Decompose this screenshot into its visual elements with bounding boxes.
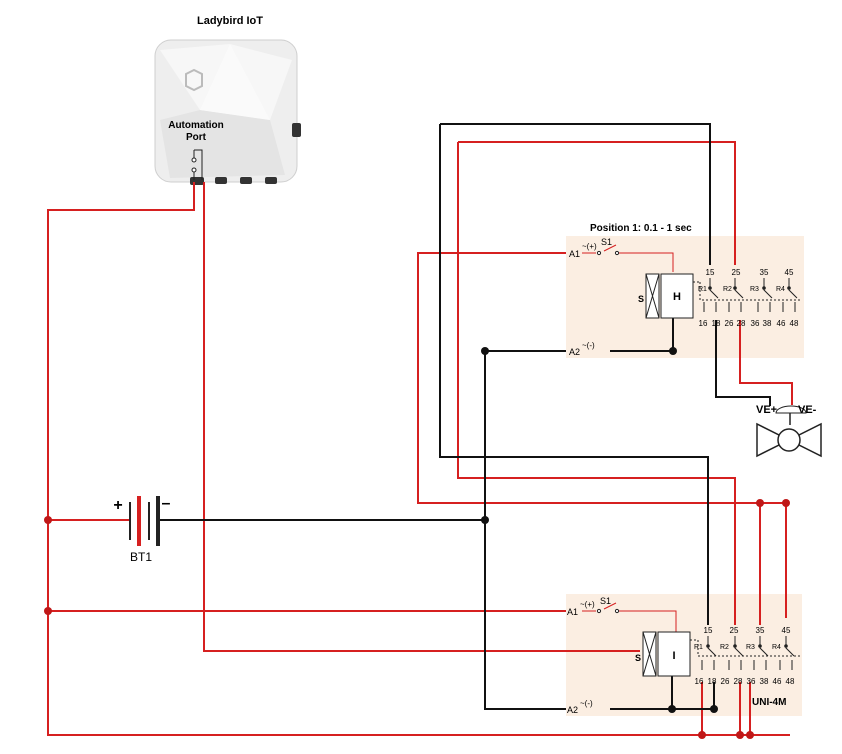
relay1-pole-r1: R1 xyxy=(698,286,707,293)
relay2-poles: R1 R2 R3 R4 xyxy=(694,644,781,651)
relay1-commons: 15 25 35 45 xyxy=(706,268,794,277)
relay2-contact-18: 18 xyxy=(708,677,717,686)
relay1-contact-46: 46 xyxy=(777,319,786,328)
valve-plus-label: VE+ xyxy=(756,404,777,416)
relay1-contact-36: 36 xyxy=(751,319,760,328)
relay1-contacts-graphic xyxy=(703,278,798,312)
relay2-pole-r4: R4 xyxy=(772,644,781,651)
relay2-a2-sup: ~(-) xyxy=(580,699,593,708)
relay2-common-15: 15 xyxy=(704,626,713,635)
gateway-logo-icon xyxy=(185,68,203,92)
relay1-a2-sup: ~(-) xyxy=(582,341,595,350)
relay2-contact-28: 28 xyxy=(734,677,743,686)
valve-minus-label: VE- xyxy=(798,404,817,416)
relay1-pole-r4: R4 xyxy=(776,286,785,293)
relay2-contact-26: 26 xyxy=(721,677,730,686)
relay1-pole-r3: R3 xyxy=(750,286,759,293)
relay1-a1-sup: ~(+) xyxy=(582,242,597,251)
relay1-a1-switch xyxy=(582,244,674,272)
relay1-title: Position 1: 0.1 - 1 sec xyxy=(590,223,692,234)
relay1-contact-28: 28 xyxy=(737,319,746,328)
gateway-title: Ladybird IoT xyxy=(197,15,263,27)
relay2-a1-sup: ~(+) xyxy=(580,600,595,609)
battery-minus: – xyxy=(162,495,171,512)
relay2-contact-48: 48 xyxy=(786,677,795,686)
relay2-commons: 15 25 35 45 xyxy=(704,626,791,635)
relay2-common-35: 35 xyxy=(756,626,765,635)
relay1-coil-letter: H xyxy=(673,291,681,303)
relay2-contact-36: 36 xyxy=(747,677,756,686)
relay2-common-25: 25 xyxy=(730,626,739,635)
battery-plus: + xyxy=(113,497,122,514)
relay1-a2: A2 xyxy=(569,347,580,357)
relay2-a1-switch xyxy=(582,602,677,632)
relay2-common-45: 45 xyxy=(782,626,791,635)
relay2-coil-letter: I xyxy=(672,650,675,662)
relay2-switch-label: S1 xyxy=(600,596,611,606)
relay2-contact-numbers: 16 18 26 28 36 38 46 48 xyxy=(695,677,795,686)
relay2-coil xyxy=(642,631,800,677)
relay2-pole-r2: R2 xyxy=(720,644,729,651)
valve-icon xyxy=(756,405,822,458)
relay1-contact-18: 18 xyxy=(712,319,721,328)
battery-name: BT1 xyxy=(130,550,152,564)
relay1-contact-16: 16 xyxy=(699,319,708,328)
relay1-contact-38: 38 xyxy=(763,319,772,328)
relay1-common-25: 25 xyxy=(732,268,741,277)
relay2-contact-46: 46 xyxy=(773,677,782,686)
relay2-a2: A2 xyxy=(567,705,578,715)
relay1-contact-26: 26 xyxy=(725,319,734,328)
relay2-contact-16: 16 xyxy=(695,677,704,686)
relay2-a1: A1 xyxy=(567,607,578,617)
relay1-common-45: 45 xyxy=(785,268,794,277)
red-wires xyxy=(47,141,793,736)
relay1-common-35: 35 xyxy=(760,268,769,277)
relay1-contact-48: 48 xyxy=(790,319,799,328)
automation-port-contact xyxy=(191,149,203,180)
battery-bt1 xyxy=(129,496,160,546)
automation-port-label-1: Automation xyxy=(168,120,224,131)
relay2-contacts-graphic xyxy=(701,636,795,670)
relay1-s-label: S xyxy=(638,294,644,304)
relay1-coil xyxy=(645,273,802,319)
relay2-model-label: UNI-4M xyxy=(752,697,786,708)
relay2-pole-r3: R3 xyxy=(746,644,755,651)
automation-port-label-2: Port xyxy=(186,132,207,143)
relay1-contact-numbers: 16 18 26 28 36 38 46 48 xyxy=(699,319,799,328)
relay1-common-15: 15 xyxy=(706,268,715,277)
relay1-pole-r2: R2 xyxy=(723,286,732,293)
gateway-device xyxy=(154,39,301,185)
relay1-switch-label: S1 xyxy=(601,237,612,247)
relay2-s-label: S xyxy=(635,653,641,663)
relay1-poles: R1 R2 R3 R4 xyxy=(698,286,785,293)
junction-dots xyxy=(44,347,790,739)
relay2-contact-38: 38 xyxy=(760,677,769,686)
relay1-a1: A1 xyxy=(569,249,580,259)
relay2-pole-r1: R1 xyxy=(694,644,703,651)
